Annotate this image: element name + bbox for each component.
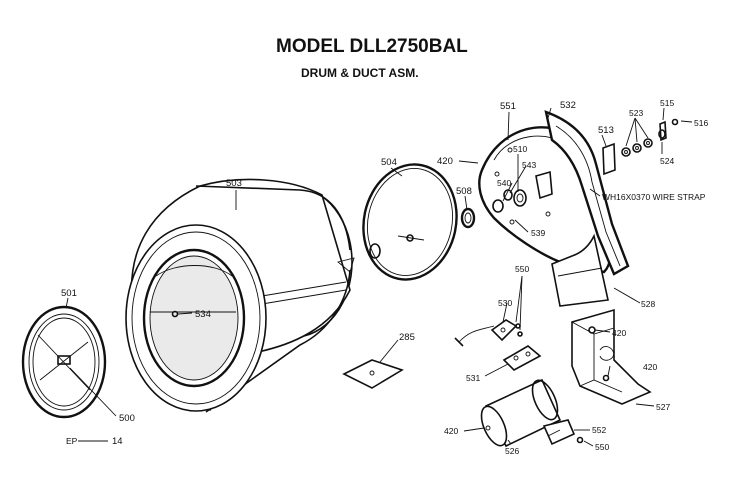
bracket-285 [342,359,404,389]
leader-lines [65,107,693,447]
thermostat-513 [602,118,679,176]
callout-531: 531 [466,373,480,383]
callout-420-heater-top: 420 [612,328,626,338]
drum-front-seal-501 [21,305,107,419]
clip-552 [542,419,584,446]
callout-510: 510 [513,144,527,154]
callout-420-capacitor: 420 [444,426,458,436]
callout-14: 14 [112,436,123,447]
duct-528 [551,233,609,307]
callout-540: 540 [497,178,511,188]
callout-526: 526 [505,446,519,456]
callout-508: 508 [456,186,472,197]
callout-516: 516 [694,118,708,128]
drum-503 [125,178,355,413]
sensor-530 [490,319,523,342]
heater-box-527 [571,308,652,405]
callout-550-top: 550 [515,264,529,274]
callout-528: 528 [641,299,655,309]
bulkhead-551 [478,110,630,276]
callout-420-bulkhead: 420 [437,156,453,167]
callout-500: 500 [119,413,135,424]
callout-513: 513 [598,125,614,136]
callout-524: 524 [660,156,674,166]
callout-501: 501 [61,288,77,299]
callout-wire-strap: WH16X0370 WIRE STRAP [602,192,706,202]
model-title: MODEL DLL2750BAL [276,36,468,57]
callout-550-bottom: 550 [595,442,609,452]
callout-551: 551 [500,101,516,112]
assembly-subtitle: DRUM & DUCT ASM. [301,66,419,80]
callout-503: 503 [226,178,242,189]
callout-515: 515 [660,98,674,108]
callout-527: 527 [656,402,670,412]
callout-532: 532 [560,100,576,111]
capacitor-526 [480,378,562,448]
callout-285: 285 [399,332,415,343]
callout-523: 523 [629,108,643,118]
bearing-508 [460,207,476,229]
callout-530: 530 [498,298,512,308]
rear-panel-504 [362,163,458,281]
callout-552: 552 [592,425,606,435]
callout-543: 543 [522,160,536,170]
callout-ep: EP [66,436,78,446]
callout-504: 504 [381,157,397,168]
callout-534: 534 [195,309,211,320]
callout-539: 539 [531,228,545,238]
callout-420-heater-side: 420 [643,362,657,372]
wire-lead [458,325,495,343]
bracket-531 [502,345,542,371]
